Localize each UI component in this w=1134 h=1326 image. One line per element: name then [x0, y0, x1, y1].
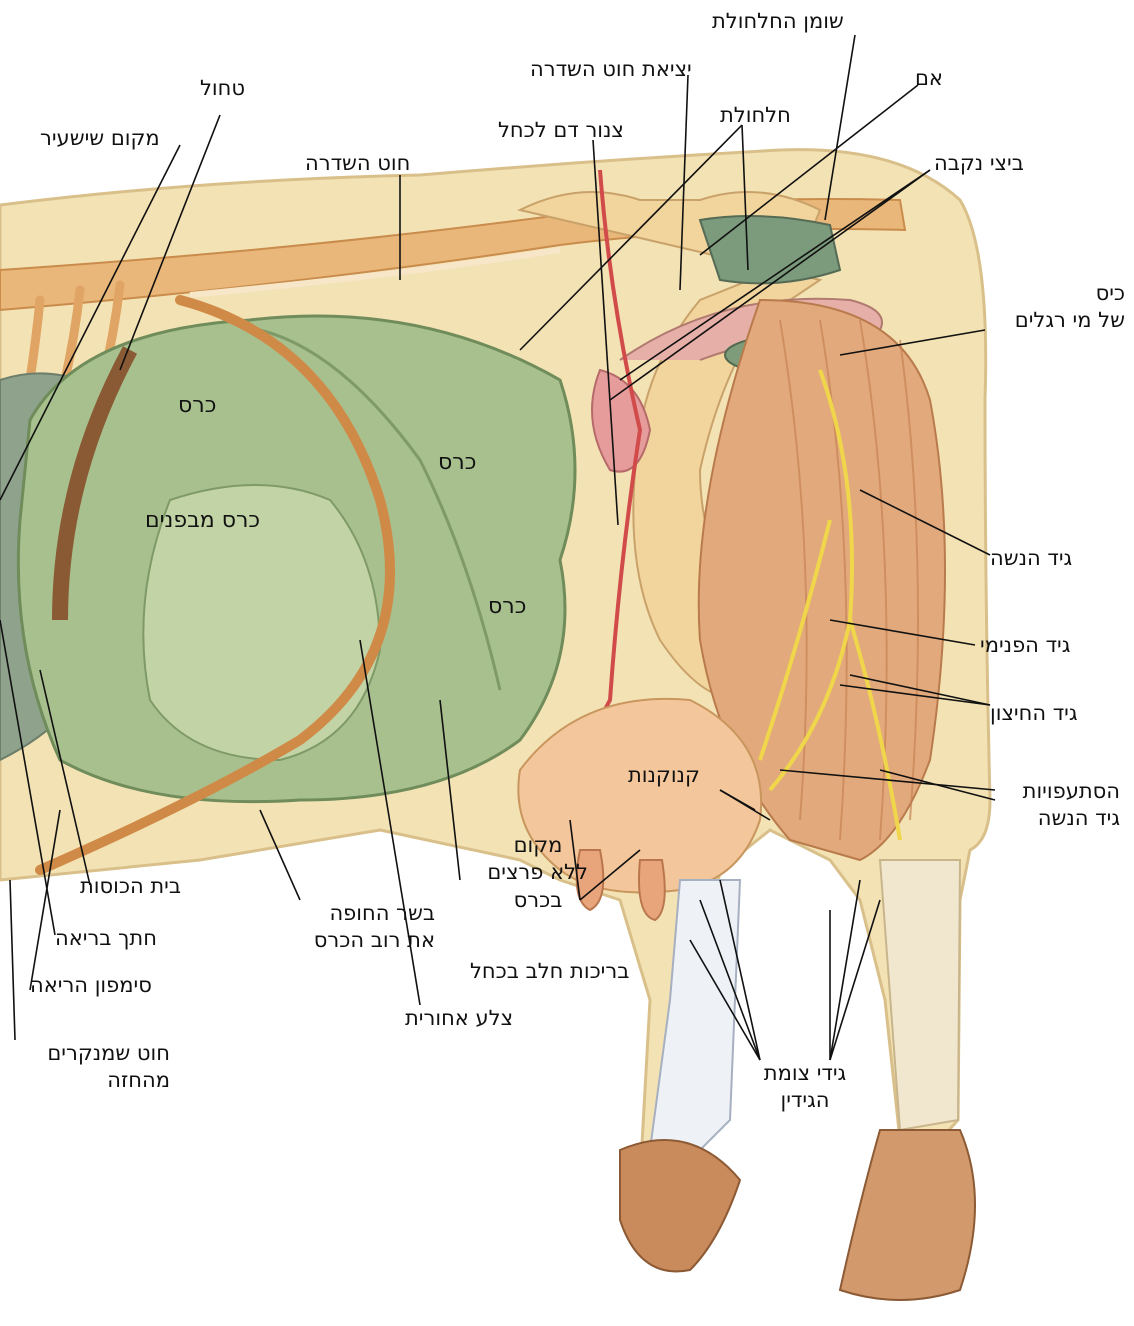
label-bronchus: סימפון הריאה	[30, 972, 152, 999]
front-hoof	[620, 1140, 740, 1271]
label-junction-tendons-line1: גידי צומת	[745, 1060, 865, 1087]
label-junction-tendons-line2: הגידין	[745, 1087, 865, 1114]
label-covering-flesh-line2: את רוב הכרס	[285, 927, 435, 954]
label-nerve-branches-line1: הסתעפויות	[995, 778, 1120, 805]
label-chest-vein-line2: מהחזה	[10, 1067, 170, 1094]
label-keres-2: כרס	[438, 450, 476, 475]
label-nerve-branches-line2: גיד הנשה	[995, 805, 1120, 832]
label-spleen: טחול	[200, 75, 245, 102]
label-keres-1: כרס	[178, 393, 216, 418]
label-bladder: כיס של מי רגלים	[985, 280, 1125, 335]
label-sciatic-nerve: גיד הנשה	[990, 545, 1072, 572]
label-spinal-exit: יציאת חוט השדרה	[530, 56, 692, 83]
label-hairy-spot: מקום שישעיר	[40, 125, 160, 152]
label-tendrils: קנוקנות	[628, 762, 700, 789]
label-no-wrinkle-line3: בכרס	[488, 887, 588, 914]
label-chest-vein: חוט שמנקרים מהחזה	[10, 1040, 170, 1095]
label-inner-tendon: גיד הפנימי	[980, 632, 1070, 659]
label-covering-flesh-line1: בשר החופה	[285, 900, 435, 927]
label-milk-pools: בריכות חלב בכחל	[470, 958, 629, 985]
label-keres-mevafnim: כרס מבפנים	[145, 508, 260, 533]
label-no-wrinkle-line2: ללא פרצים	[488, 859, 588, 886]
label-ovaries: ביצי נקבה	[934, 150, 1024, 177]
label-no-wrinkle-spot: מקום ללא פרצים בכרס	[488, 832, 588, 914]
rear-lower-leg	[880, 860, 960, 1130]
label-bladder-line1: כיס	[985, 280, 1125, 307]
label-keres-3: כרס	[488, 594, 526, 619]
label-no-wrinkle-line1: מקום	[488, 832, 588, 859]
label-rectum: חלחולת	[720, 102, 791, 129]
label-uterus: אם	[915, 65, 943, 92]
label-bladder-line2: של מי רגלים	[985, 307, 1125, 334]
label-reticulum: בית הכוסות	[80, 873, 181, 900]
label-nerve-branches: הסתעפויות גיד הנשה	[995, 778, 1120, 833]
label-rear-rib: צלע אחורית	[405, 1005, 513, 1032]
rear-hoof	[840, 1130, 975, 1300]
label-spinal-cord: חוט השדרה	[305, 150, 410, 177]
label-lung-section: חתך בריאה	[55, 925, 157, 952]
label-outer-tendon: גיד החיצון	[990, 700, 1078, 727]
label-rectal-fat: שומן החלחולת	[712, 8, 844, 35]
label-junction-tendons: גידי צומת הגידין	[745, 1060, 865, 1115]
label-udder-vessel: צנור דם לכחל	[498, 117, 624, 144]
label-covering-flesh: בשר החופה את רוב הכרס	[285, 900, 435, 955]
label-chest-vein-line1: חוט שמנקרים	[10, 1040, 170, 1067]
